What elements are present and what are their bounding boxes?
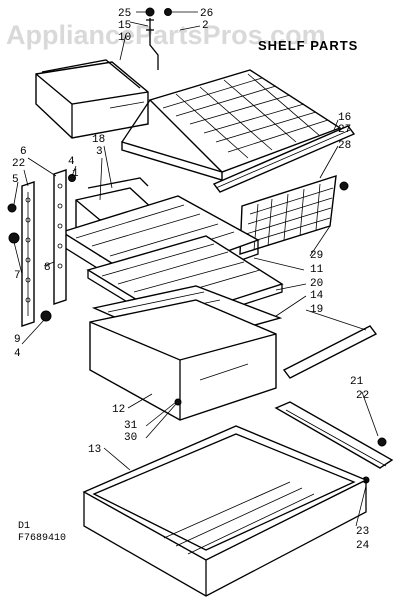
- part-label-8: 8: [44, 262, 51, 274]
- wire-shelf-top: [121, 69, 342, 181]
- front-trim-rod: [212, 125, 356, 193]
- crisper-drawer: [89, 299, 277, 421]
- part-label-18: 18: [92, 134, 105, 146]
- part-label-20: 20: [310, 278, 323, 290]
- diagram-title: SHELF PARTS: [258, 38, 358, 53]
- part-label-2: 2: [202, 20, 209, 32]
- top-mounting-hardware: [145, 7, 172, 70]
- part-label-28: 28: [338, 140, 351, 152]
- bottom-pan: [82, 425, 368, 597]
- part-label-22-left: 22: [12, 158, 25, 170]
- part-label-14: 14: [310, 290, 324, 302]
- upper-bin: [35, 59, 149, 139]
- part-label-30: 30: [124, 432, 137, 444]
- part-label-11: 11: [310, 264, 324, 276]
- part-label-1: 1: [72, 168, 79, 180]
- part-label-16: 16: [338, 112, 351, 124]
- figure-number: F7689410: [18, 533, 66, 544]
- part-label-22-right: 22: [356, 390, 369, 402]
- part-label-4-lower: 4: [14, 348, 21, 360]
- leader-lines: [13, 11, 379, 527]
- part-label-15: 15: [118, 20, 131, 32]
- part-label-10: 10: [118, 32, 131, 44]
- part-label-19: 19: [310, 304, 323, 316]
- part-label-6: 6: [20, 146, 27, 158]
- part-label-3: 3: [96, 146, 103, 158]
- part-label-5: 5: [12, 174, 19, 186]
- part-label-25: 25: [118, 8, 131, 20]
- part-label-12: 12: [112, 404, 125, 416]
- diagram-code: D1: [18, 521, 30, 532]
- part-label-9: 9: [14, 334, 21, 346]
- part-label-26: 26: [200, 8, 213, 20]
- part-label-24: 24: [356, 540, 370, 552]
- wire-basket: [239, 175, 349, 255]
- part-label-21: 21: [350, 376, 364, 388]
- side-rod: [282, 325, 378, 379]
- part-label-23: 23: [356, 526, 369, 538]
- watermark: AppliancePartsPros.com: [6, 20, 326, 50]
- part-label-31: 31: [124, 420, 138, 432]
- part-label-4-upper: 4: [68, 156, 75, 168]
- left-rail-assembly: [7, 169, 76, 327]
- part-label-7: 7: [14, 270, 21, 282]
- part-label-13: 13: [88, 444, 101, 456]
- part-label-29: 29: [310, 250, 323, 262]
- part-number-labels: 25 26 15 2 10 16 27 28 18 3 6 22 4 1 5 7…: [12, 8, 370, 552]
- part-label-27: 27: [338, 124, 351, 136]
